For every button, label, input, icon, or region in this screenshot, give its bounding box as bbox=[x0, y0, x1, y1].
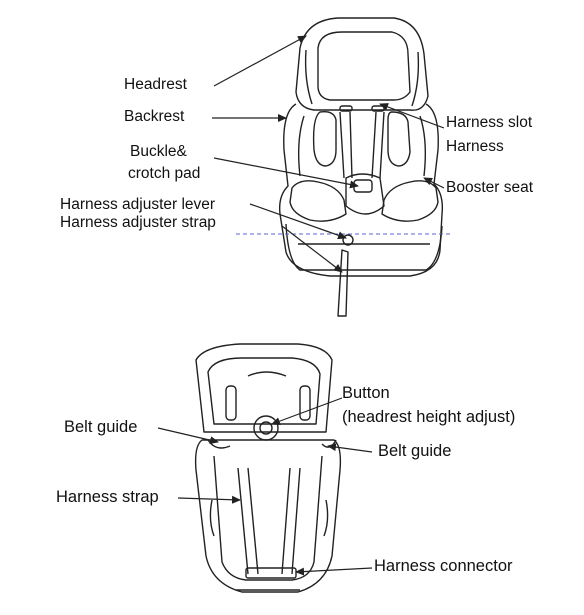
label-belt-guide-right: Belt guide bbox=[378, 442, 452, 460]
label-adjuster-lever: Harness adjuster lever bbox=[60, 196, 216, 213]
adjuster-lever bbox=[342, 234, 354, 246]
leader-belt-guide-right bbox=[327, 443, 373, 453]
label-buckle-line2: crotch pad bbox=[128, 165, 201, 182]
leader-headrest bbox=[213, 35, 307, 87]
headrest-outline bbox=[295, 17, 429, 111]
rear-leaders bbox=[157, 397, 373, 576]
leader-harness-connector bbox=[295, 567, 373, 576]
label-harness-connector: Harness connector bbox=[374, 557, 513, 575]
booster-seat bbox=[289, 180, 347, 222]
label-button-line1: Button bbox=[342, 384, 390, 402]
rear-shell bbox=[194, 439, 342, 593]
shoulder-pad-right bbox=[387, 111, 411, 167]
leader-adjuster-strap bbox=[281, 225, 343, 273]
leader-harness-slot bbox=[379, 103, 445, 129]
shoulder-pad-left bbox=[312, 110, 337, 167]
crotch-pad bbox=[345, 173, 385, 215]
label-headrest: Headrest bbox=[124, 76, 187, 93]
label-harness: Harness bbox=[446, 138, 504, 155]
rear-harness-strap-right bbox=[281, 467, 301, 575]
label-button-line2: (headrest height adjust) bbox=[342, 408, 516, 426]
belt-guide-left bbox=[207, 439, 231, 449]
rear-view-seat bbox=[194, 343, 342, 593]
label-buckle-line1: Buckle& bbox=[130, 143, 187, 160]
label-belt-guide-left: Belt guide bbox=[64, 418, 138, 436]
leader-booster bbox=[423, 177, 445, 189]
harness-strap-left bbox=[339, 111, 353, 179]
seat-base bbox=[285, 223, 443, 271]
label-adjuster-strap: Harness adjuster strap bbox=[60, 214, 216, 231]
label-backrest: Backrest bbox=[124, 108, 185, 125]
leader-adjuster-lever bbox=[249, 203, 347, 240]
front-view-seat bbox=[278, 17, 444, 317]
front-leaders bbox=[212, 35, 445, 273]
rear-harness-strap-left bbox=[237, 467, 259, 575]
headrest-adjust-button bbox=[253, 415, 279, 441]
headrest-pad bbox=[317, 31, 411, 101]
leader-button bbox=[271, 397, 343, 425]
label-harness-slot: Harness slot bbox=[446, 114, 533, 131]
label-harness-strap: Harness strap bbox=[56, 488, 159, 506]
rear-headrest bbox=[195, 343, 333, 433]
harness-strap-right bbox=[371, 111, 385, 179]
backrest-outline bbox=[278, 103, 444, 277]
adjuster-strap bbox=[337, 249, 349, 317]
leader-buckle bbox=[213, 157, 359, 189]
leader-harness-strap bbox=[177, 495, 241, 504]
rear-harness-connector bbox=[245, 567, 297, 579]
label-booster-seat: Booster seat bbox=[446, 179, 534, 196]
leader-belt-guide-left bbox=[157, 427, 219, 445]
